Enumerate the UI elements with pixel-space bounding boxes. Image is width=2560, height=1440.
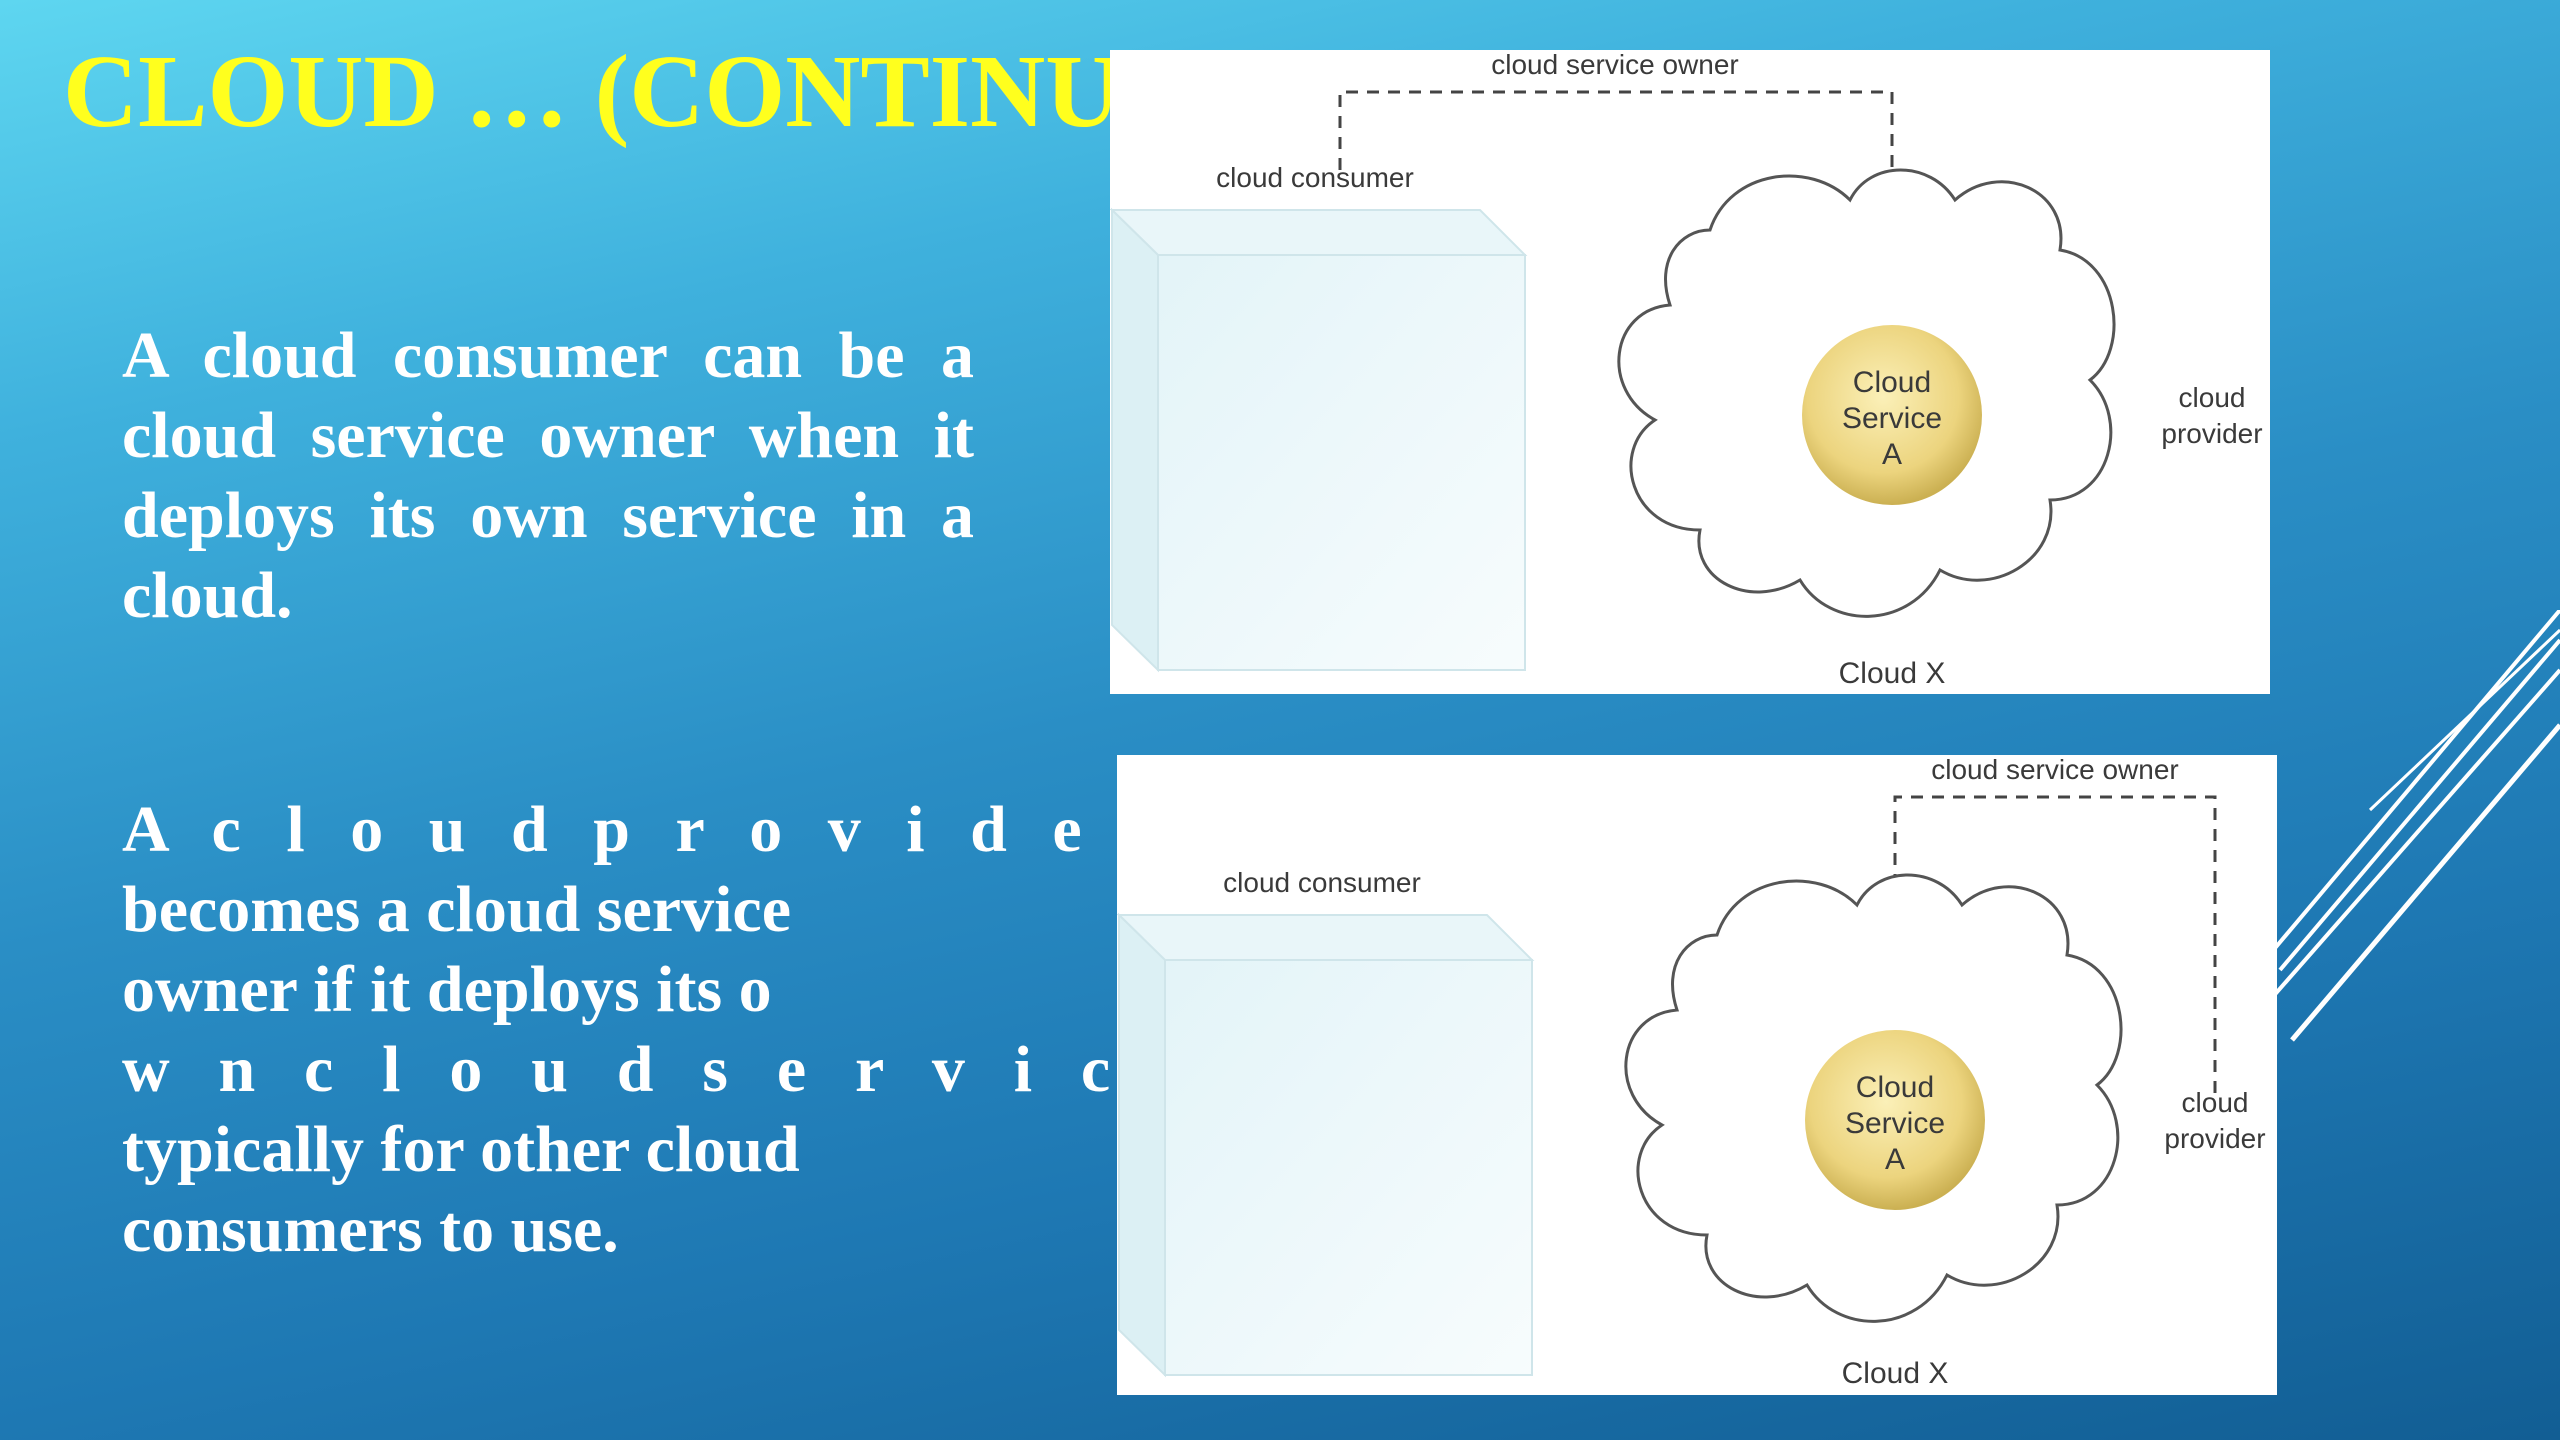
paragraph-provider-line: owner if it deploys its o — [122, 953, 772, 1026]
paragraph-provider-line: w n c l o u d s e r v i c e , — [122, 1033, 1270, 1106]
paragraph-provider-line: consumers to use. — [122, 1193, 619, 1266]
paragraph-provider: A c l o u d p r o v i d e r becomes a cl… — [122, 790, 1270, 1270]
consumer-box — [1110, 207, 1528, 673]
provider-label-line1: cloud — [2182, 1087, 2249, 1118]
decorative-lines — [2263, 610, 2560, 1042]
paragraph-consumer: A cloud consumer can be a cloud service … — [122, 319, 974, 632]
diagram-consumer-owner-svg: Cloud Service A cloud service owner clou… — [1110, 50, 2263, 690]
cloud-service-circle — [1802, 325, 1982, 505]
service-label-line3: A — [1882, 438, 1902, 471]
consumer-label: cloud consumer — [1223, 867, 1421, 898]
diagram-provider-owner-svg: Cloud Service A cloud service owner clou… — [1117, 755, 2266, 1390]
owner-label: cloud service owner — [1491, 50, 1738, 80]
paragraph-provider-line: typically for other cloud — [122, 1113, 800, 1186]
cloud-name-label: Cloud X — [1842, 1357, 1949, 1390]
paragraph-provider-line: A c l o u d p r o v i d e r — [122, 793, 1172, 866]
owner-label: cloud service owner — [1931, 755, 2178, 785]
service-label-line2: Service — [1842, 402, 1942, 435]
owner-dashed-line — [1893, 795, 2217, 1093]
consumer-box — [1117, 912, 1535, 1378]
service-label-line1: Cloud — [1856, 1071, 1934, 1104]
paragraph-provider-line: becomes a cloud service — [122, 873, 791, 946]
service-label-line2: Service — [1845, 1107, 1945, 1140]
provider-label-line1: cloud — [2179, 382, 2246, 413]
consumer-label: cloud consumer — [1216, 162, 1414, 193]
cloud-name-label: Cloud X — [1839, 657, 1946, 690]
service-label-line3: A — [1885, 1143, 1905, 1176]
diagram-consumer-owner: Cloud Service A cloud service owner clou… — [1110, 50, 2270, 694]
slide-title: CLOUD … (CONTINUE) — [63, 34, 1225, 149]
service-label-line1: Cloud — [1853, 366, 1931, 399]
provider-label-line2: provider — [2164, 1123, 2265, 1154]
provider-label-line2: provider — [2161, 418, 2262, 449]
cloud-service-circle — [1805, 1030, 1985, 1210]
diagram-provider-owner: Cloud Service A cloud service owner clou… — [1117, 755, 2277, 1395]
